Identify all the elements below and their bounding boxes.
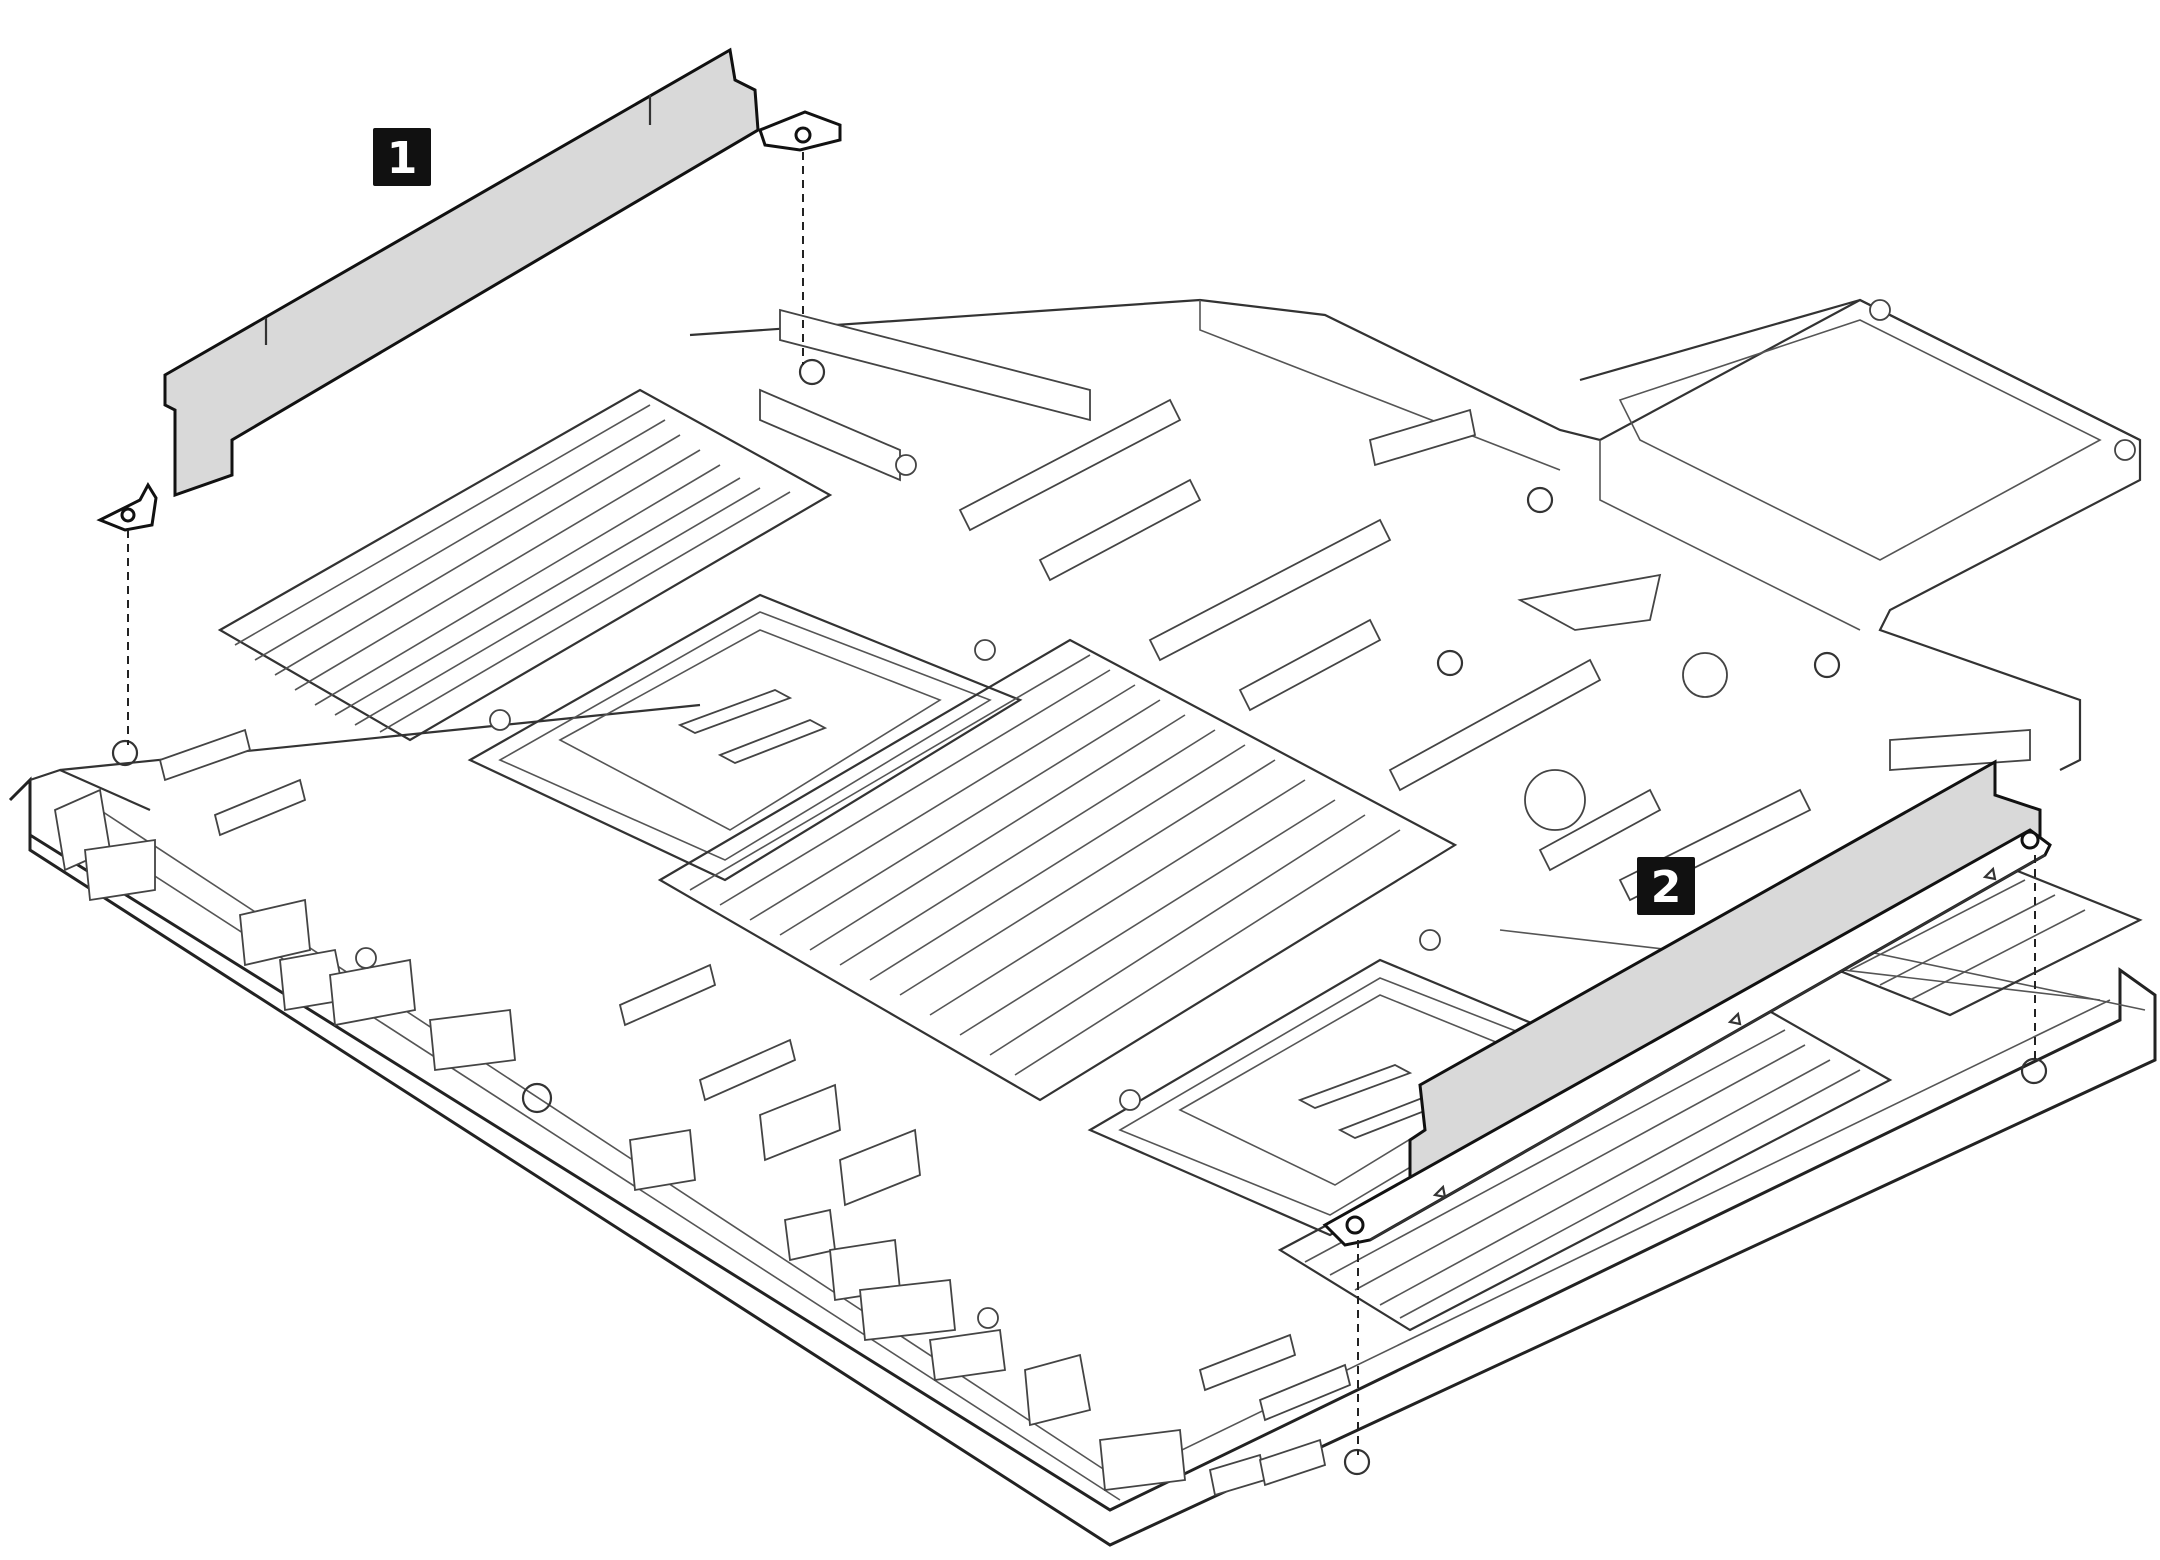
- dimm-bank-a: [217, 388, 833, 742]
- dimm-bank-b: [657, 638, 1458, 1102]
- callout-2: 2: [1637, 857, 1695, 915]
- callout-2-label: 2: [1651, 862, 1682, 913]
- callout-1-label: 1: [387, 133, 418, 184]
- air-baffle-2: [1322, 759, 2052, 1247]
- cpu-socket-1: [467, 593, 1023, 882]
- connectors: [53, 728, 1352, 1497]
- callout-1: 1: [373, 128, 431, 186]
- rear-connectors: [759, 299, 2136, 902]
- air-baffle-1: [96, 47, 842, 532]
